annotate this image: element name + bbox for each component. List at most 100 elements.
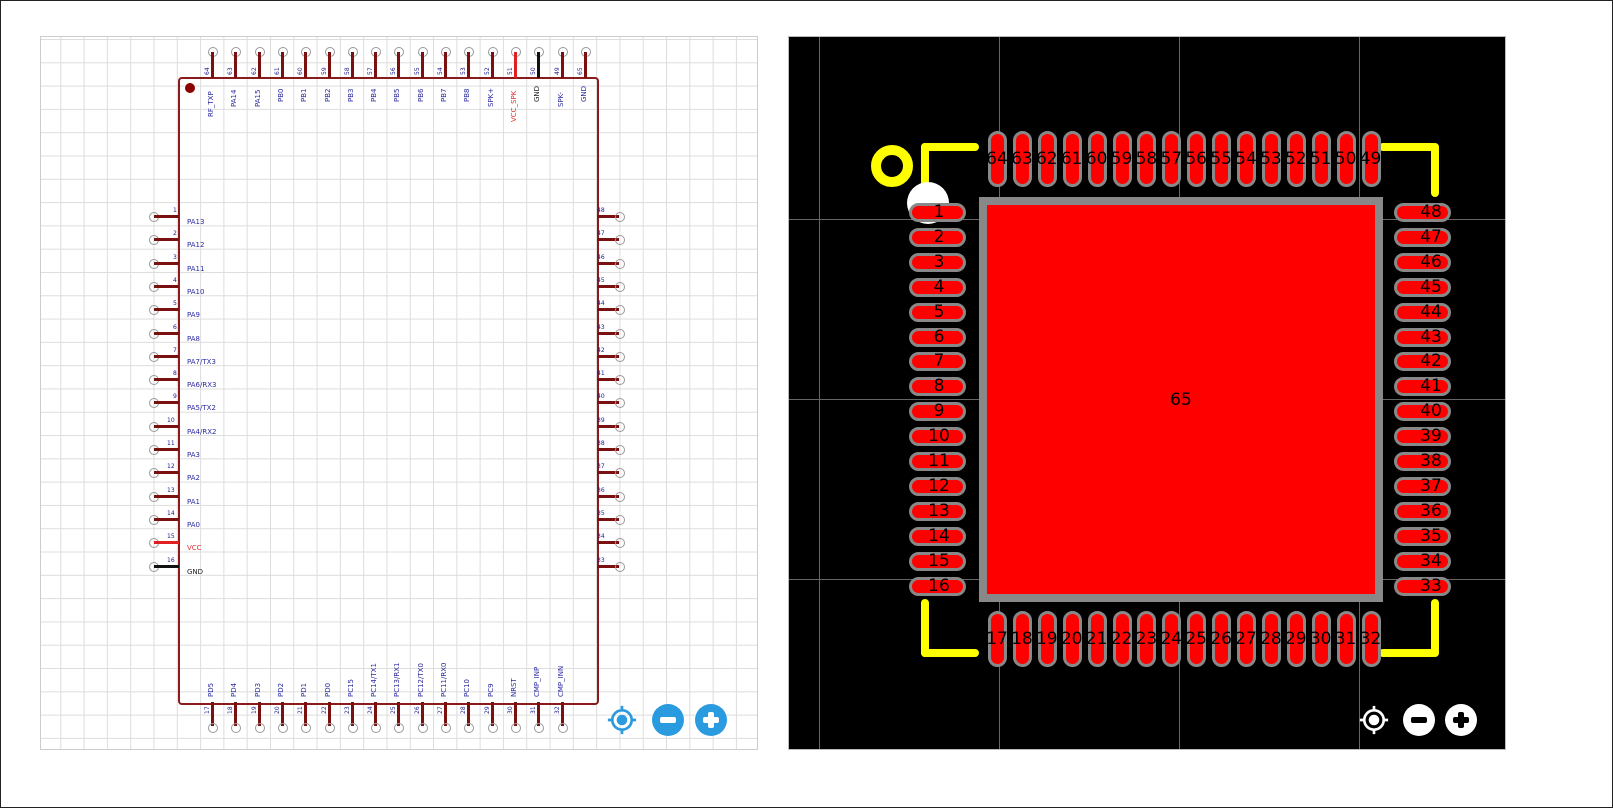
smd-pad[interactable]	[1394, 551, 1451, 571]
smd-pad[interactable]	[1012, 131, 1032, 187]
smd-pad[interactable]	[1137, 131, 1157, 187]
silkscreen-corner	[921, 143, 979, 151]
smd-pad[interactable]	[1162, 611, 1182, 667]
smd-pad[interactable]	[1394, 302, 1451, 322]
smd-pad[interactable]	[909, 227, 966, 247]
pad-number: 7	[933, 351, 945, 372]
smd-pad[interactable]	[1162, 131, 1182, 187]
smd-pad[interactable]	[1037, 131, 1057, 187]
pin-number: 25	[390, 706, 398, 714]
smd-pad[interactable]	[1187, 611, 1207, 667]
locate-button[interactable]	[1359, 705, 1389, 735]
smd-pad[interactable]	[909, 576, 966, 596]
pad-number: 24	[1160, 629, 1183, 649]
smd-pad[interactable]	[909, 402, 966, 422]
smd-pad[interactable]	[1311, 611, 1331, 667]
pin-label: PA0	[187, 520, 201, 529]
pad-number: 43	[1420, 326, 1442, 347]
smd-pad[interactable]	[909, 352, 966, 372]
pin-number: 12	[167, 463, 175, 471]
smd-pad[interactable]	[1394, 377, 1451, 397]
pin-line	[583, 52, 587, 78]
smd-pad[interactable]	[909, 327, 966, 347]
pin-label: PB1	[300, 88, 309, 102]
zoom-out-button[interactable]	[652, 704, 684, 736]
smd-pad[interactable]	[909, 377, 966, 397]
smd-pad[interactable]	[988, 611, 1007, 667]
ic-symbol-body[interactable]	[178, 77, 599, 705]
smd-pad[interactable]	[1087, 131, 1107, 187]
smd-pad[interactable]	[1361, 611, 1381, 667]
smd-pad[interactable]	[1286, 611, 1306, 667]
pin-number: 38	[597, 440, 605, 447]
zoom-in-button[interactable]	[695, 704, 727, 736]
smd-pad[interactable]	[909, 452, 966, 471]
pin-number: 30	[506, 706, 514, 714]
smd-pad[interactable]	[1087, 611, 1107, 667]
smd-pad[interactable]	[1212, 131, 1232, 187]
smd-pad[interactable]	[909, 551, 966, 571]
exposed-pad[interactable]: 65	[979, 197, 1383, 602]
smd-pad[interactable]	[1112, 131, 1132, 187]
smd-pad[interactable]	[909, 302, 966, 322]
pin-number: 45	[597, 276, 605, 284]
smd-pad[interactable]	[1394, 252, 1451, 272]
pin-end-circle	[510, 723, 521, 733]
smd-pad[interactable]	[1394, 452, 1451, 471]
smd-pad[interactable]	[909, 501, 966, 521]
smd-pad[interactable]	[1012, 611, 1032, 667]
pin-end-circle	[231, 723, 242, 733]
pin-number: 64	[204, 67, 211, 75]
smd-pad[interactable]	[1394, 327, 1451, 347]
smd-pad[interactable]	[1237, 131, 1256, 187]
smd-pad[interactable]	[988, 131, 1007, 187]
smd-pad[interactable]	[1336, 611, 1356, 667]
pad-number: 21	[1085, 629, 1108, 649]
pad-number: 52	[1284, 149, 1307, 169]
smd-pad[interactable]	[1187, 131, 1207, 187]
smd-pad[interactable]	[1212, 611, 1232, 667]
smd-pad[interactable]	[1062, 131, 1082, 187]
smd-pad[interactable]	[1261, 131, 1281, 187]
smd-pad[interactable]	[1237, 611, 1256, 667]
smd-pad[interactable]	[1394, 203, 1451, 222]
smd-pad[interactable]	[1394, 227, 1451, 247]
pin-number: 26	[413, 706, 421, 714]
smd-pad[interactable]	[1394, 352, 1451, 372]
smd-pad[interactable]	[1394, 277, 1451, 297]
pin-line	[234, 702, 238, 726]
smd-pad[interactable]	[1112, 611, 1132, 667]
smd-pad[interactable]	[1394, 526, 1451, 546]
smd-pad[interactable]	[1286, 131, 1306, 187]
pin-number: 53	[460, 67, 468, 75]
smd-pad[interactable]	[1361, 131, 1381, 187]
zoom-out-button[interactable]	[1403, 704, 1435, 736]
smd-pad[interactable]	[1394, 501, 1451, 521]
smd-pad[interactable]	[1394, 402, 1451, 422]
smd-pad[interactable]	[1062, 611, 1082, 667]
smd-pad[interactable]	[1394, 427, 1451, 447]
smd-pad[interactable]	[1261, 611, 1281, 667]
smd-pad[interactable]	[909, 277, 966, 297]
zoom-in-button[interactable]	[1445, 704, 1477, 736]
locate-button[interactable]	[607, 705, 637, 735]
smd-pad[interactable]	[909, 203, 966, 222]
pin-number: 51	[506, 67, 514, 75]
smd-pad[interactable]	[1037, 611, 1057, 667]
pad-number: 54	[1235, 149, 1257, 169]
smd-pad[interactable]	[1394, 476, 1451, 496]
pin-line	[597, 331, 619, 335]
pin-number: 19	[250, 706, 258, 714]
smd-pad[interactable]	[1336, 131, 1356, 187]
pin-line	[467, 702, 471, 726]
smd-pad[interactable]	[1311, 131, 1331, 187]
pin-number: 49	[553, 67, 561, 75]
smd-pad[interactable]	[909, 526, 966, 546]
smd-pad[interactable]	[909, 427, 966, 447]
smd-pad[interactable]	[1394, 576, 1451, 596]
smd-pad[interactable]	[909, 252, 966, 272]
smd-pad[interactable]	[1137, 611, 1157, 667]
smd-pad[interactable]	[909, 476, 966, 496]
